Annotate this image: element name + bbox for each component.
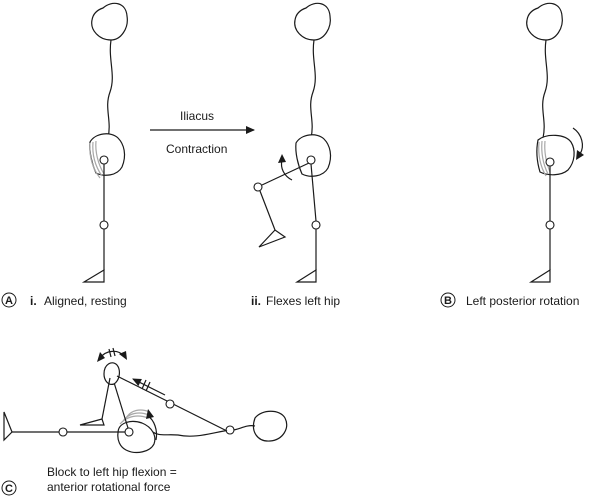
knee-joint-a-i <box>99 220 109 230</box>
panel-c-badge <box>1 480 17 496</box>
raised-foot-a-ii <box>258 229 287 248</box>
raised-knee-joint-a-ii <box>253 182 263 192</box>
caption-ii-text: Flexes left hip <box>266 294 340 308</box>
heel-rotation-arrow-head-l <box>97 352 105 362</box>
pelvis-a-ii <box>295 134 332 177</box>
iliacus-muscle-a-i <box>89 142 101 179</box>
femur-a-ii <box>310 163 317 222</box>
heel-rotation-arrow-head-r <box>119 351 127 360</box>
caption-ii-num: ii. <box>251 294 261 308</box>
iliacus-muscle-c-2 <box>122 412 150 422</box>
iliacus-muscle-b-3 <box>544 140 551 173</box>
rotation-arrow-a-ii-head <box>278 154 286 163</box>
caption-c-line2: anterior rotational force <box>47 480 171 494</box>
shoulder-joint-c <box>225 425 235 435</box>
extended-knee-c <box>58 427 68 437</box>
hip-joint-b <box>545 157 555 167</box>
raised-femur-c <box>111 375 129 429</box>
arrow-bottom-label: Contraction <box>166 142 227 156</box>
pelvis-c <box>117 420 156 454</box>
caption-i-text: Aligned, resting <box>44 294 127 308</box>
head-a-ii <box>294 2 331 41</box>
head-a-i <box>91 2 128 41</box>
foot-b <box>528 268 551 283</box>
figure-a-ii-flexed <box>253 2 332 283</box>
arrow-top-label: Iliacus <box>180 109 214 123</box>
knee-joint-b <box>545 220 555 230</box>
iliacus-muscle-a-i-3 <box>95 140 105 175</box>
raised-tibia-a-ii <box>259 190 276 231</box>
extended-foot-c <box>3 411 13 442</box>
foot-a-ii <box>294 268 317 283</box>
panel-a-badge <box>1 292 17 308</box>
rotation-arrow-b <box>572 127 583 155</box>
heel-block-tick-2 <box>112 347 116 357</box>
spine-a-ii <box>310 39 316 139</box>
midpoint-joint-c <box>165 399 175 409</box>
block-force-arrow <box>132 378 166 396</box>
rotation-arrow-a-ii <box>280 159 293 181</box>
iliacus-muscle-a-i-2 <box>92 141 103 177</box>
spine-c <box>149 425 256 437</box>
raised-tibia-c <box>101 377 111 420</box>
caption-b-text: Left posterior rotation <box>466 294 579 308</box>
caption-c-line1: Block to left hip flexion = <box>47 465 177 479</box>
hip-joint-a-i <box>99 155 109 165</box>
spine-a-i <box>107 39 113 139</box>
iliacus-muscle-c <box>119 415 149 425</box>
rotation-arrow-b-head <box>576 150 584 160</box>
hip-joint-c <box>124 427 134 437</box>
iliacus-muscle-b-2 <box>541 140 549 175</box>
panel-b-badge <box>440 292 456 308</box>
foot-a-i <box>81 268 105 283</box>
heel-block-tick-1 <box>108 348 112 358</box>
figure-c-supine <box>3 347 288 454</box>
block-tick-1 <box>141 379 147 390</box>
pelvis-a-i <box>89 133 126 176</box>
panel-a-letter: A <box>5 295 13 307</box>
block-tick-2 <box>145 381 151 392</box>
figure-b-posterior-rotation <box>526 2 584 283</box>
raised-foot-c <box>79 418 105 426</box>
panel-c-letter: C <box>5 483 13 495</box>
figure-a-i-aligned <box>81 2 128 283</box>
iliacus-muscle-c-3 <box>125 409 151 419</box>
head-b <box>526 2 563 41</box>
head-c <box>252 410 288 442</box>
panel-b-letter: B <box>444 295 452 307</box>
iliacus-muscle-b <box>538 141 547 177</box>
raised-heel-c <box>103 362 120 385</box>
pelvis-b <box>536 134 575 176</box>
spine-b <box>542 39 548 139</box>
caption-i-num: i. <box>30 294 37 308</box>
knee-joint-a-ii <box>311 220 321 230</box>
pelvis-rotation-arrow-head <box>146 409 154 419</box>
